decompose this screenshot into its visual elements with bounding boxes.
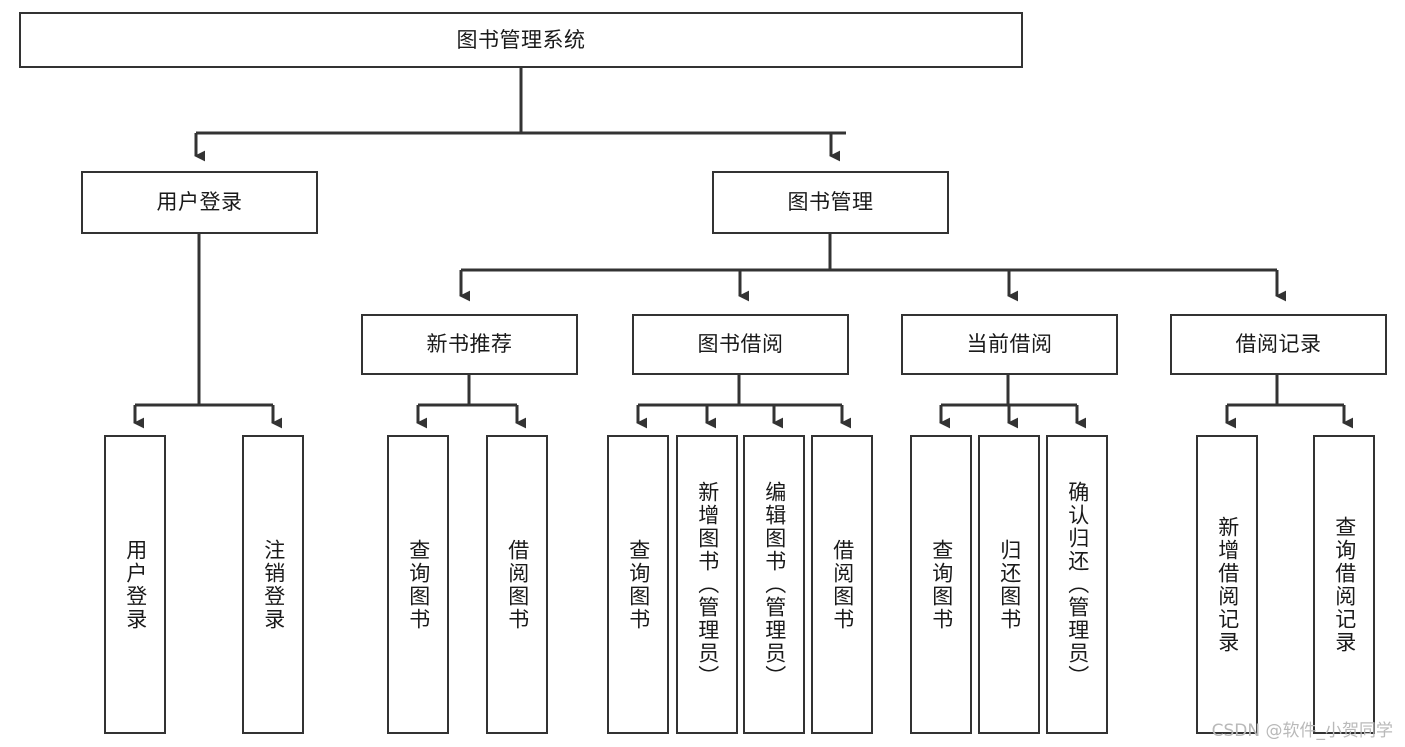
leaf-add-book[interactable]: 新增图书（管理员） [676,435,738,734]
leaf-query-borrow-record-label: 查询借阅记录 [1332,515,1357,654]
leaf-query-book-2-label: 查询图书 [626,538,651,631]
node-borrow-record[interactable]: 借阅记录 [1170,314,1387,375]
node-root[interactable]: 图书管理系统 [19,12,1023,68]
node-book-borrow-label: 图书借阅 [697,332,784,357]
node-root-label: 图书管理系统 [456,27,586,52]
node-borrow-record-label: 借阅记录 [1235,332,1322,357]
node-book-management[interactable]: 图书管理 [712,171,949,234]
leaf-add-borrow-record[interactable]: 新增借阅记录 [1196,435,1258,734]
watermark: CSDN @软件_小贺同学 [1211,721,1393,741]
leaf-query-book-1[interactable]: 查询图书 [387,435,449,734]
node-book-borrow[interactable]: 图书借阅 [632,314,849,375]
leaf-borrow-book-1-label: 借阅图书 [505,538,530,631]
node-current-borrow[interactable]: 当前借阅 [901,314,1118,375]
leaf-add-book-label: 新增图书（管理员） [695,481,720,688]
leaf-borrow-book-2[interactable]: 借阅图书 [811,435,873,734]
leaf-query-book-1-label: 查询图书 [406,538,431,631]
leaf-edit-book-label: 编辑图书（管理员） [762,481,787,688]
leaf-return-book[interactable]: 归还图书 [978,435,1040,734]
leaf-query-book-2[interactable]: 查询图书 [607,435,669,734]
node-user-login-label: 用户登录 [156,190,243,215]
leaf-user-login-label: 用户登录 [123,538,148,631]
leaf-add-borrow-record-label: 新增借阅记录 [1215,515,1240,654]
node-book-management-label: 图书管理 [787,190,874,215]
leaf-confirm-return[interactable]: 确认归还（管理员） [1046,435,1108,734]
leaf-user-login[interactable]: 用户登录 [104,435,166,734]
leaf-edit-book[interactable]: 编辑图书（管理员） [743,435,805,734]
node-current-borrow-label: 当前借阅 [966,332,1053,357]
node-new-book-recommend-label: 新书推荐 [426,332,513,357]
leaf-query-borrow-record[interactable]: 查询借阅记录 [1313,435,1375,734]
leaf-query-book-3[interactable]: 查询图书 [910,435,972,734]
node-user-login[interactable]: 用户登录 [81,171,318,234]
leaf-confirm-return-label: 确认归还（管理员） [1065,481,1090,688]
leaf-user-logout[interactable]: 注销登录 [242,435,304,734]
leaf-query-book-3-label: 查询图书 [929,538,954,631]
leaf-borrow-book-1[interactable]: 借阅图书 [486,435,548,734]
node-new-book-recommend[interactable]: 新书推荐 [361,314,578,375]
leaf-user-logout-label: 注销登录 [261,538,286,631]
leaf-borrow-book-2-label: 借阅图书 [830,538,855,631]
leaf-return-book-label: 归还图书 [997,538,1022,631]
